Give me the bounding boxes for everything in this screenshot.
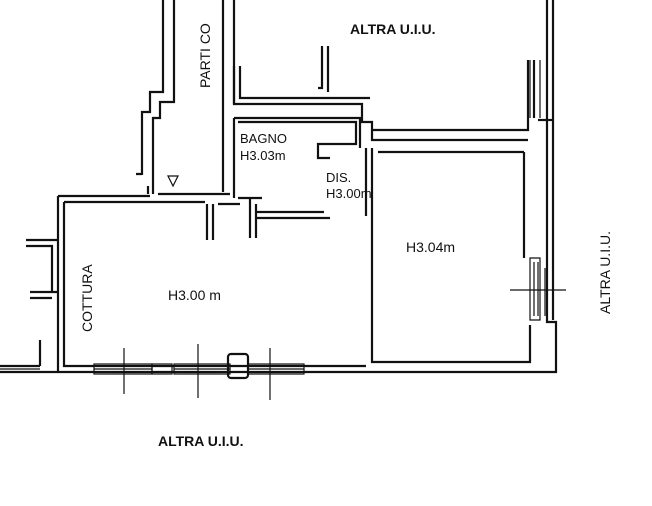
bagno-label: BAGNO [240, 131, 287, 146]
main-room-walls [56, 172, 366, 372]
altra-uiu-right-label: ALTRA U.I.U. [597, 231, 613, 314]
dis-label: DIS. [326, 170, 351, 185]
right-room-height-label: H3.04m [406, 239, 455, 255]
altra-uiu-bottom-label: ALTRA U.I.U. [158, 433, 244, 449]
bathroom-walls [232, 116, 362, 198]
altra-uiu-top-label: ALTRA U.I.U. [350, 21, 436, 37]
main-room-height-label: H3.00 m [168, 287, 221, 303]
bagno-height-label: H3.03m [240, 148, 286, 163]
bottom-windows [93, 344, 305, 400]
right-room-walls [46, 118, 566, 374]
corridor-walls [140, 0, 236, 194]
parti-comuni-label: PARTI CO [197, 23, 213, 88]
upper-walls [232, 0, 555, 142]
cottura-label: COTTURA [79, 264, 95, 332]
dis-height-label: H3.00m [326, 186, 372, 201]
left-wall-stubs [0, 238, 58, 374]
dis-walls [238, 196, 330, 238]
